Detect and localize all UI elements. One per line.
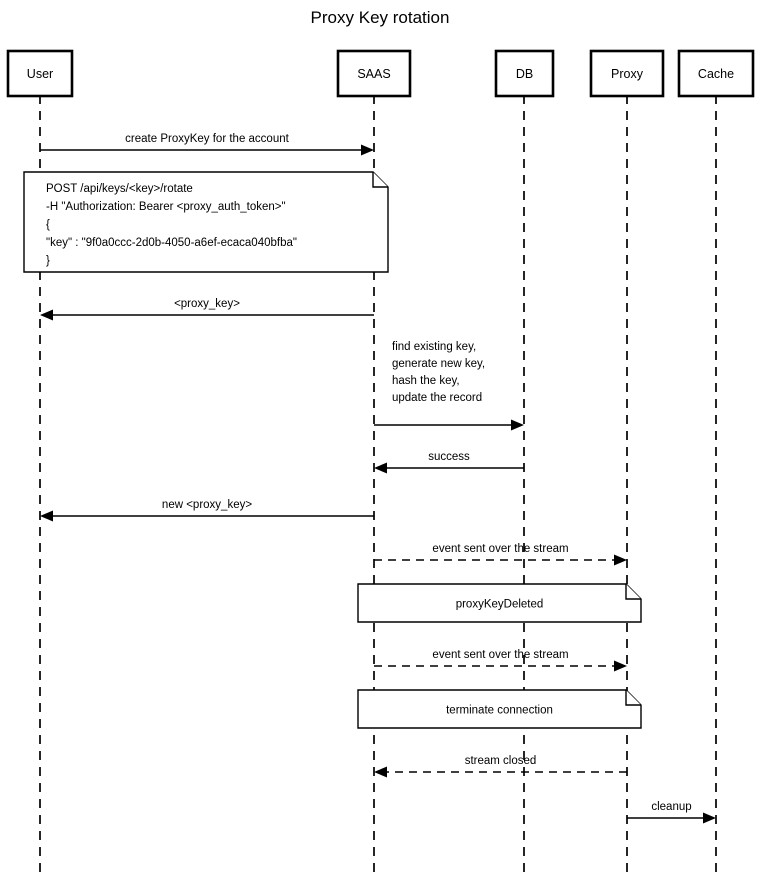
note-fold-corner [372, 172, 388, 188]
participant-saas[interactable]: SAAS [336, 49, 412, 98]
annotation-line: hash the key, [392, 375, 460, 387]
diagram-title: Proxy Key rotation [311, 8, 450, 27]
participant-label-saas: SAAS [357, 67, 390, 81]
message-m5[interactable]: new <proxy_key> [40, 499, 374, 522]
participant-label-cache: Cache [698, 67, 734, 81]
note-note-terminate-connection: terminate connection [357, 689, 642, 729]
participant-box-cache [677, 49, 755, 98]
participant-db[interactable]: DB [494, 49, 555, 98]
participants-layer: User SAAS DB Proxy Cache [6, 49, 755, 98]
message-arrowhead [374, 462, 387, 474]
annotation-line: generate new key, [392, 358, 485, 370]
participant-label-db: DB [516, 67, 533, 81]
annotation-line: update the record [392, 392, 482, 404]
participant-box-user [6, 49, 74, 98]
note-note-request: POST /api/keys/<key>/rotate -H "Authoriza… [23, 171, 389, 273]
note-line: POST /api/keys/<key>/rotate [46, 183, 193, 195]
message-arrowhead [511, 419, 524, 431]
participant-label-proxy: Proxy [611, 67, 644, 81]
message-label: success [428, 451, 470, 463]
message-arrowhead [614, 554, 627, 566]
message-m9[interactable]: cleanup [627, 801, 716, 824]
participant-label-user: User [27, 67, 53, 81]
message-m3[interactable] [374, 419, 524, 431]
message-arrowhead [40, 309, 53, 321]
participant-box-proxy [589, 49, 665, 98]
participant-box-saas [336, 49, 412, 98]
note-label: terminate connection [446, 705, 553, 717]
note-body [357, 583, 642, 623]
participant-cache[interactable]: Cache [677, 49, 755, 98]
message-m1[interactable]: create ProxyKey for the account [40, 133, 374, 156]
message-label: event sent over the stream [432, 649, 568, 661]
note-line: { [46, 219, 50, 231]
note-note-proxy-key-deleted: proxyKeyDeleted [357, 583, 642, 623]
message-arrowhead [703, 812, 716, 824]
annotation-line: find existing key, [392, 341, 476, 353]
participant-proxy[interactable]: Proxy [589, 49, 665, 98]
note-body [357, 689, 642, 729]
message-m8[interactable]: stream closed [374, 755, 627, 778]
notes-layer: POST /api/keys/<key>/rotate -H "Authoriza… [23, 171, 642, 729]
message-m7[interactable]: event sent over the stream [374, 649, 627, 672]
message-arrowhead [374, 766, 387, 778]
note-line: } [46, 255, 50, 267]
message-m6[interactable]: event sent over the stream [374, 543, 627, 566]
self-notes-layer: find existing key, generate new key, hash … [392, 341, 485, 404]
note-line: "key" : "9f0a0ccc-2d0b-4050-a6ef-ecaca04… [46, 237, 297, 249]
message-label: new <proxy_key> [162, 499, 252, 511]
note-label: proxyKeyDeleted [456, 599, 544, 611]
message-label: event sent over the stream [432, 543, 568, 555]
message-label: <proxy_key> [174, 298, 240, 310]
note-fold-corner [625, 690, 641, 706]
participant-box-db [494, 49, 555, 98]
message-m2[interactable]: <proxy_key> [40, 298, 374, 321]
message-arrowhead [614, 660, 627, 672]
message-arrowhead [40, 510, 53, 522]
message-label: cleanup [651, 801, 691, 813]
message-label: create ProxyKey for the account [125, 133, 289, 145]
note-line: -H "Authorization: Bearer <proxy_auth_to… [46, 201, 286, 213]
note-fold-corner [625, 584, 641, 600]
messages-layer: create ProxyKey for the account <proxy_ke… [40, 133, 716, 824]
message-label: stream closed [465, 755, 537, 767]
note-body [23, 171, 389, 273]
annotation-saas-internal-steps: find existing key, generate new key, hash … [392, 341, 485, 404]
message-arrowhead [361, 144, 374, 156]
participant-user[interactable]: User [6, 49, 74, 98]
message-m4[interactable]: success [374, 451, 524, 474]
